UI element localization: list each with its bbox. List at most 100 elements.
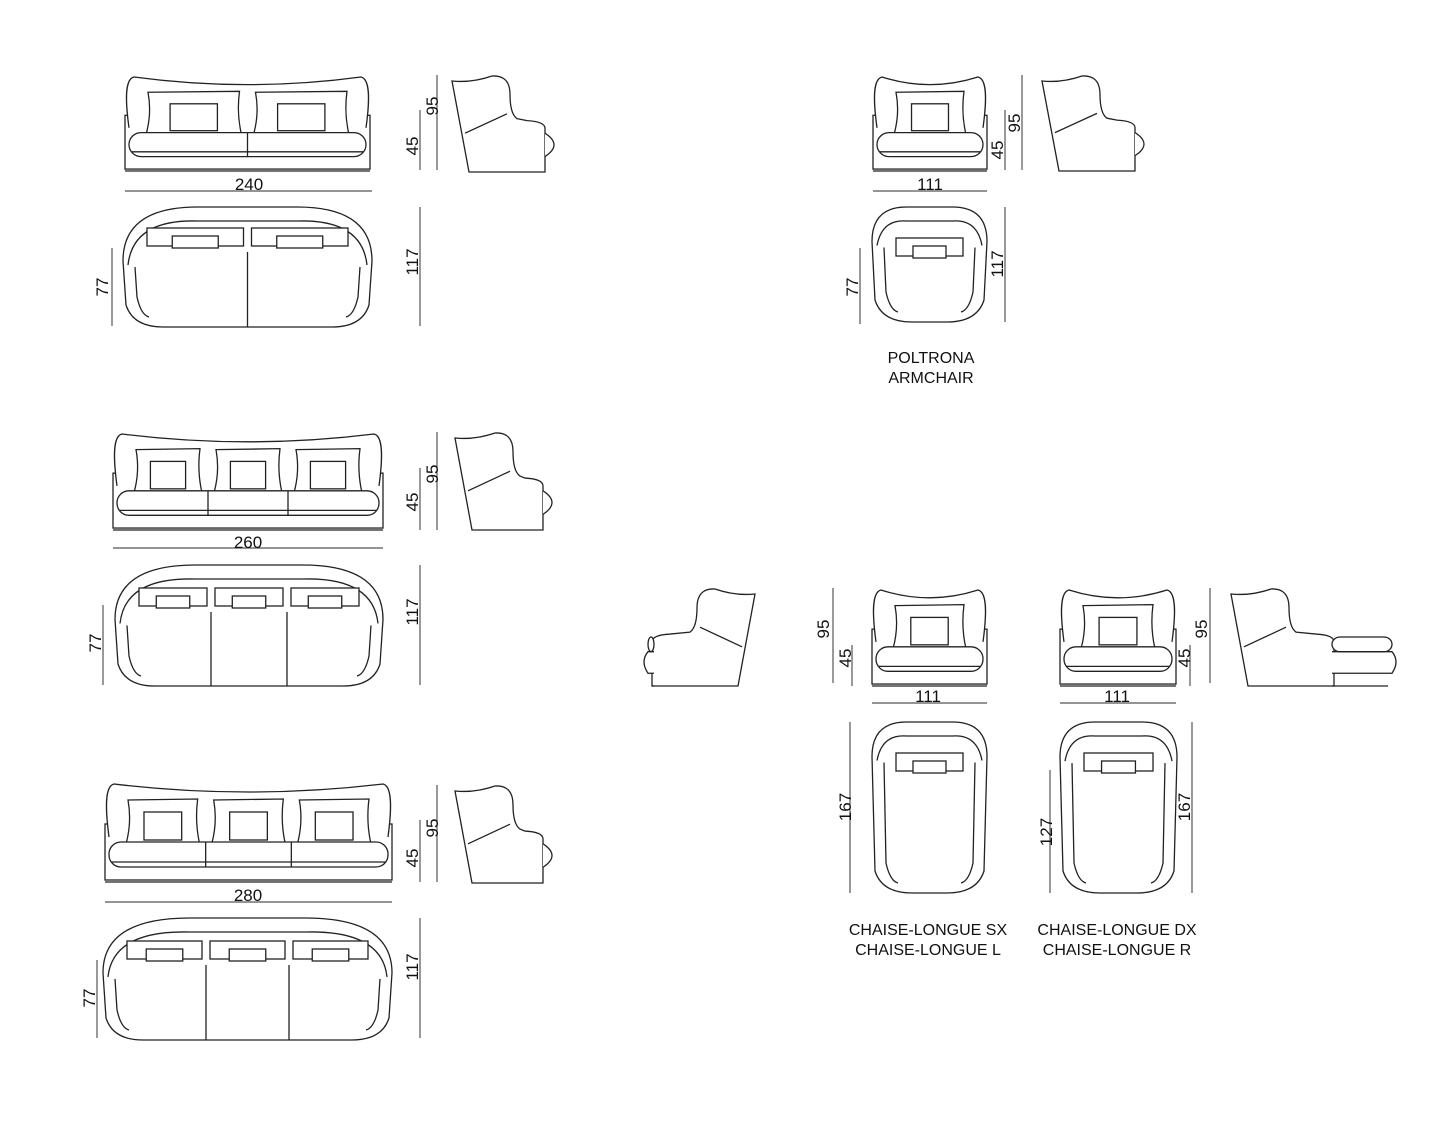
front-view bbox=[1059, 589, 1177, 687]
chaise-sx-labels: 111 95 45 167 CHAISE-LONGUE SX CHAISE-LO… bbox=[814, 620, 1007, 959]
throw-pillow bbox=[912, 245, 947, 259]
throw-pillow bbox=[309, 460, 347, 490]
seat-depth-label: 77 bbox=[93, 278, 112, 297]
backrest-inner bbox=[119, 578, 379, 624]
height-label: 95 bbox=[423, 465, 442, 484]
chaise-seat bbox=[643, 651, 654, 674]
seat-height-label: 45 bbox=[403, 849, 422, 868]
product-name-en: CHAISE-LONGUE L bbox=[855, 942, 1001, 959]
sofa-280-labels: 280 95 45 117 77 bbox=[80, 819, 442, 1008]
chaise-cushion bbox=[1331, 636, 1393, 653]
throw-pillow bbox=[276, 235, 324, 249]
seat-cushion bbox=[108, 841, 389, 868]
seat-height-label: 45 bbox=[403, 493, 422, 512]
depth-label: 167 bbox=[836, 793, 855, 821]
throw-pillow bbox=[229, 811, 268, 841]
height-label: 95 bbox=[1005, 114, 1024, 133]
height-label: 95 bbox=[423, 97, 442, 116]
wing-seam bbox=[467, 823, 511, 845]
height-label: 95 bbox=[423, 819, 442, 838]
depth-label: 117 bbox=[403, 598, 422, 625]
chair-profile bbox=[454, 785, 544, 884]
product-name-it: POLTRONA bbox=[888, 350, 975, 367]
top-view bbox=[871, 721, 988, 894]
side-view bbox=[454, 432, 553, 531]
seat-depth-label: 77 bbox=[86, 634, 105, 653]
seat-bump bbox=[1134, 132, 1145, 157]
throw-pillow bbox=[155, 595, 191, 609]
seat-height-label: 45 bbox=[1175, 649, 1194, 668]
seat-bump bbox=[542, 843, 553, 868]
throw-pillow bbox=[149, 460, 187, 490]
throw-pillow bbox=[171, 235, 219, 249]
throw-pillow bbox=[231, 595, 267, 609]
top-view bbox=[102, 917, 393, 1041]
throw-pillow bbox=[228, 948, 267, 962]
width-label: 111 bbox=[1104, 687, 1130, 706]
throw-pillow bbox=[910, 103, 950, 132]
throw-pillow bbox=[1098, 616, 1138, 646]
throw-pillow bbox=[314, 811, 354, 841]
width-label: 111 bbox=[917, 175, 943, 194]
seat-height-label: 45 bbox=[988, 141, 1007, 160]
width-label: 260 bbox=[234, 533, 262, 552]
outline bbox=[871, 206, 988, 323]
width-label: 280 bbox=[234, 886, 262, 905]
product-name-en: ARMCHAIR bbox=[888, 370, 973, 387]
outline bbox=[1059, 721, 1178, 894]
throw-pillow bbox=[307, 595, 343, 609]
outline bbox=[871, 721, 988, 894]
throw-pillow bbox=[1100, 760, 1137, 774]
seat-bump bbox=[542, 490, 553, 515]
seat-height-label: 45 bbox=[836, 649, 855, 668]
throw-pillow bbox=[229, 460, 267, 490]
side-view bbox=[643, 588, 756, 687]
chair-profile bbox=[454, 432, 544, 531]
product-name-it: CHAISE-LONGUE DX bbox=[1037, 922, 1196, 939]
throw-pillow bbox=[169, 103, 219, 132]
throw-pillow bbox=[143, 811, 183, 841]
furniture-shapes bbox=[96, 75, 1397, 1041]
throw-pillow bbox=[276, 103, 326, 132]
depth-label: 167 bbox=[1175, 793, 1194, 821]
chaise-cushion bbox=[647, 636, 655, 653]
product-name-en: CHAISE-LONGUE R bbox=[1043, 942, 1191, 959]
side-view bbox=[451, 75, 555, 173]
throw-pillow bbox=[912, 760, 947, 774]
right-arm bbox=[1150, 763, 1166, 884]
left-arm bbox=[134, 266, 150, 318]
front-view bbox=[104, 783, 393, 883]
front-view bbox=[872, 76, 988, 172]
side-view bbox=[454, 785, 553, 884]
top-view bbox=[122, 206, 373, 328]
throw-pillow bbox=[910, 616, 949, 646]
throw-pillow bbox=[311, 948, 350, 962]
wing-seam bbox=[464, 113, 508, 134]
top-view bbox=[871, 206, 988, 323]
backrest-inner bbox=[107, 931, 388, 977]
backrest-inner bbox=[876, 735, 983, 761]
seat-bump bbox=[544, 132, 555, 158]
right-arm bbox=[960, 247, 976, 313]
seat-cushion bbox=[1063, 646, 1173, 672]
depth-label: 117 bbox=[403, 953, 422, 980]
front-view bbox=[124, 76, 371, 172]
top-view bbox=[114, 564, 384, 687]
wing-seam bbox=[1243, 626, 1287, 648]
seat-cushion bbox=[875, 646, 984, 672]
seat-cushion bbox=[876, 131, 984, 158]
left-arm bbox=[126, 625, 142, 677]
depth-label: 117 bbox=[403, 248, 422, 275]
product-name-it: CHAISE-LONGUE SX bbox=[849, 922, 1008, 939]
chair-profile bbox=[1041, 75, 1136, 172]
chaise-dx-labels: 111 95 45 167 127 CHAISE-LONGUE DX CHAIS… bbox=[1037, 620, 1211, 959]
backrest-inner bbox=[127, 220, 368, 266]
chair-profile bbox=[651, 588, 756, 687]
backrest-inner bbox=[876, 220, 983, 246]
seat-depth-label: 77 bbox=[843, 278, 862, 297]
seat-depth-label: 127 bbox=[1037, 818, 1056, 846]
wing-seam bbox=[1054, 112, 1098, 134]
top-view bbox=[1059, 721, 1178, 894]
side-view bbox=[1230, 588, 1397, 687]
width-label: 240 bbox=[235, 175, 263, 194]
